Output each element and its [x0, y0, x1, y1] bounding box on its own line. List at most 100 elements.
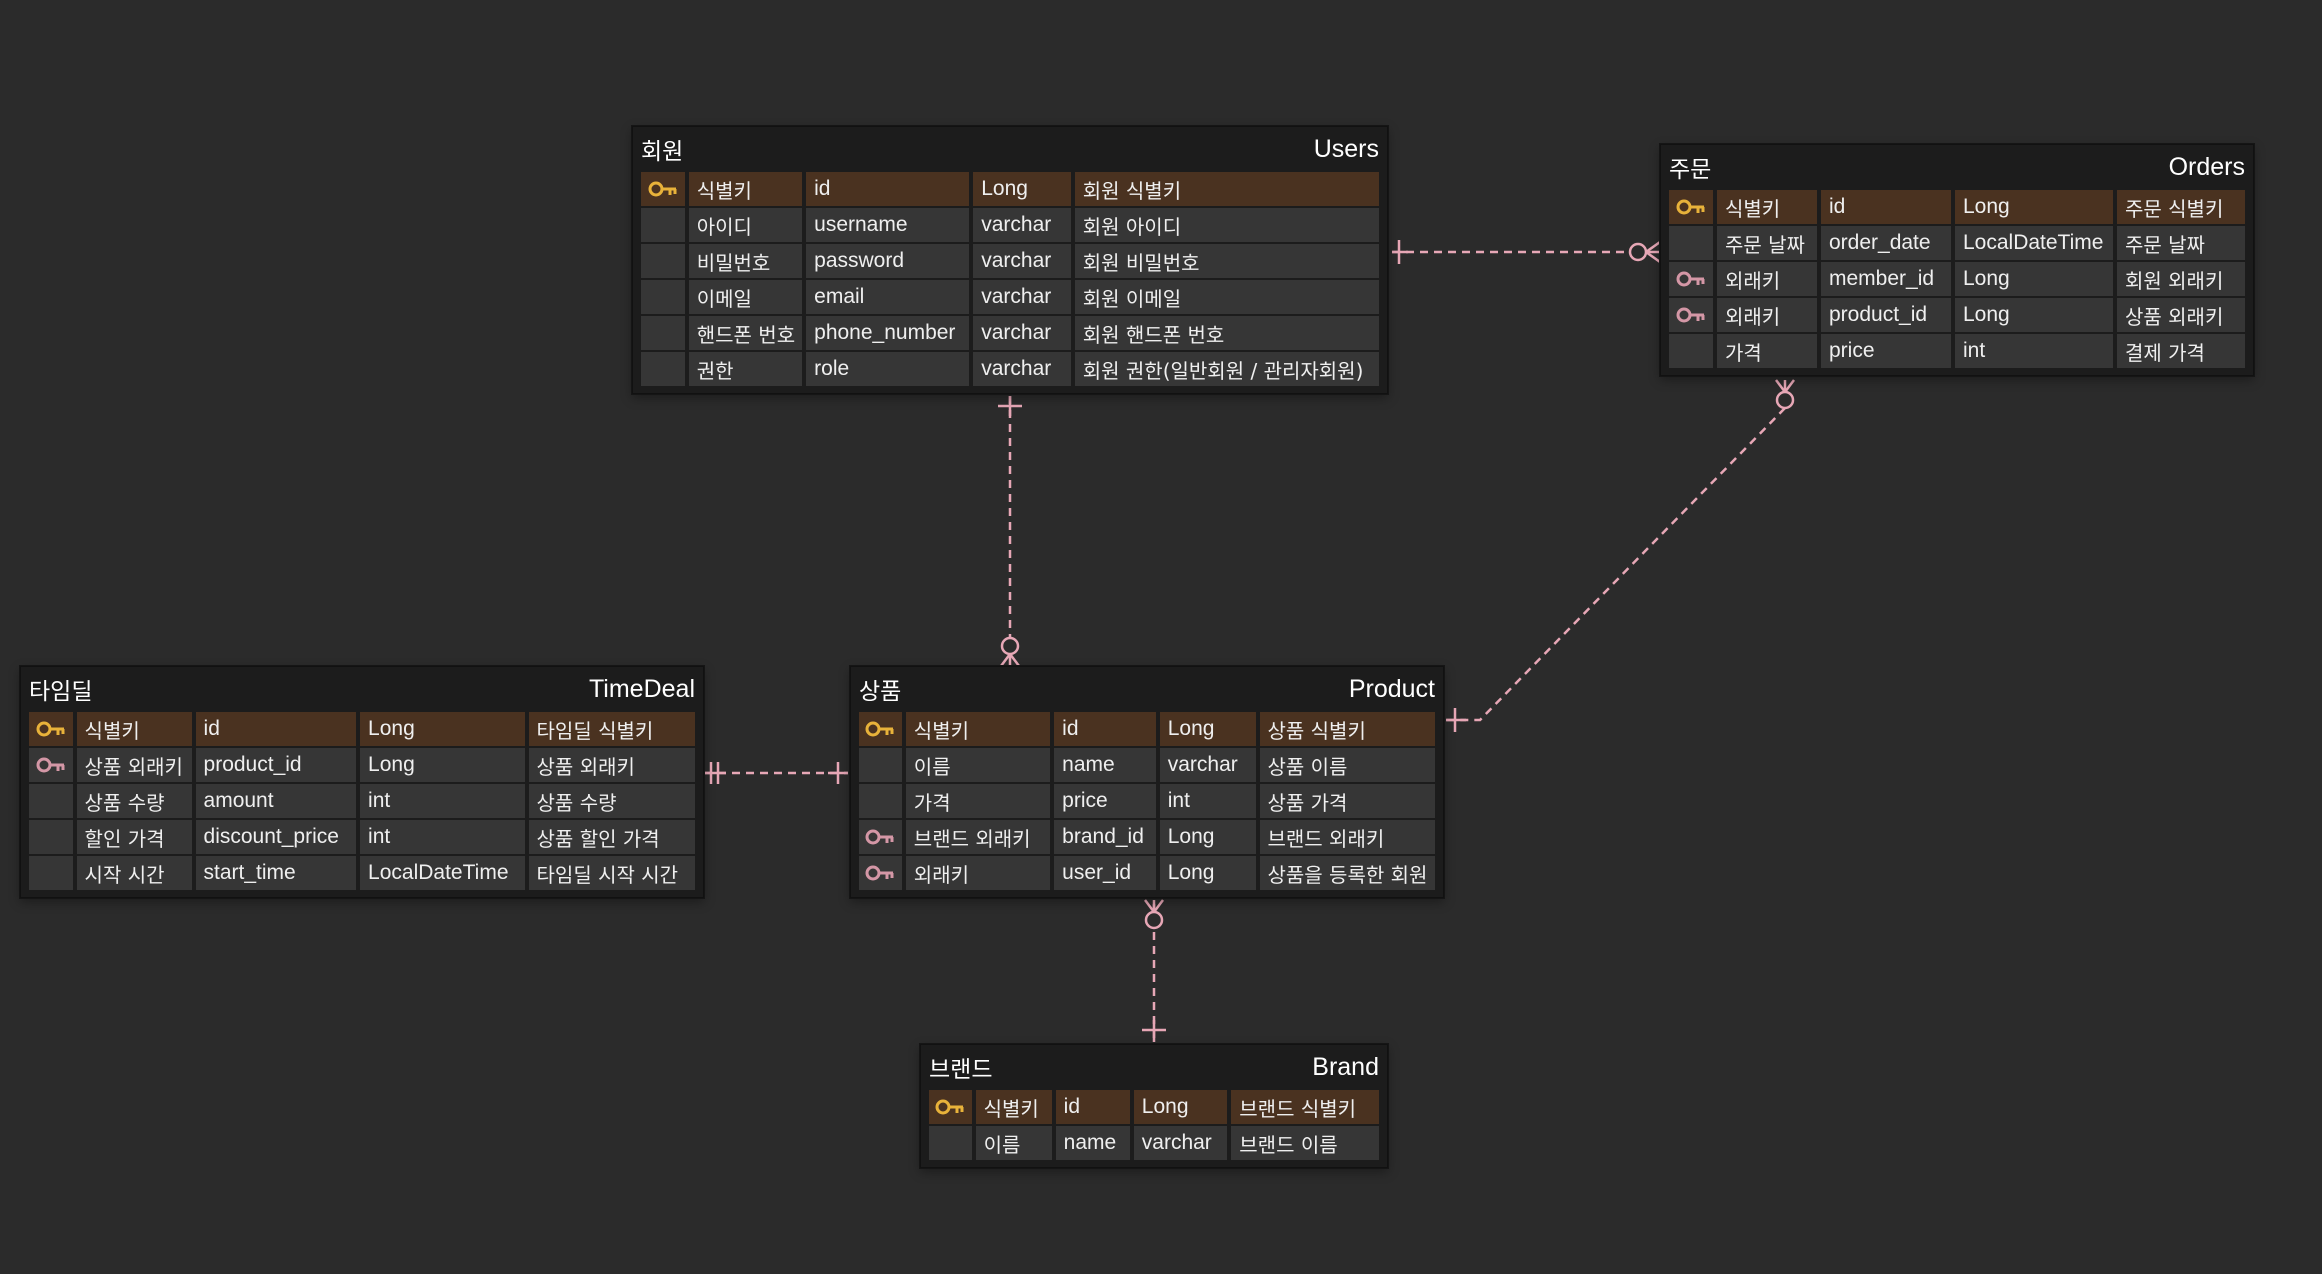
field-type: Long [973, 172, 1071, 206]
field-type: varchar [973, 244, 1071, 278]
foreign-key-icon [859, 856, 902, 890]
field-comment: 상품 외래키 [528, 748, 695, 782]
key-cell-empty [1669, 334, 1713, 368]
field-type: varchar [1159, 748, 1256, 782]
field-type: Long [1159, 820, 1256, 854]
field-comment: 브랜드 외래키 [1259, 820, 1435, 854]
field-column-name: email [806, 280, 970, 314]
field-comment: 회원 비밀번호 [1074, 244, 1379, 278]
key-cell-empty [859, 784, 902, 818]
field-comment: 상품 수량 [528, 784, 695, 818]
key-cell-empty [1669, 226, 1713, 260]
field-label: 이름 [975, 1126, 1052, 1160]
field-label: 외래키 [905, 856, 1051, 890]
field-type: varchar [973, 316, 1071, 350]
field-column-name: brand_id [1054, 820, 1156, 854]
field-label: 외래키 [1717, 262, 1817, 296]
field-comment: 상품 외래키 [2117, 298, 2245, 332]
field-comment: 타임딜 식별키 [528, 712, 695, 746]
entity-logical-name: 타임딜 [29, 679, 93, 705]
field-type: varchar [973, 208, 1071, 242]
field-type: Long [1159, 856, 1256, 890]
field-label: 식별키 [975, 1090, 1052, 1124]
field-type: varchar [973, 280, 1071, 314]
entity-logical-name: 브랜드 [929, 1057, 993, 1083]
key-cell-empty [929, 1126, 972, 1160]
field-column-name: product_id [1821, 298, 1951, 332]
field-label: 가격 [905, 784, 1051, 818]
field-type: int [1955, 334, 2113, 368]
field-type: Long [1955, 190, 2113, 224]
field-comment: 브랜드 식별키 [1231, 1090, 1379, 1124]
field-comment: 상품 이름 [1259, 748, 1435, 782]
zero-marker [1144, 910, 1164, 930]
field-label: 식별키 [688, 172, 803, 206]
field-comment: 상품 식별키 [1259, 712, 1435, 746]
entity-physical-name: Product [1348, 674, 1435, 703]
field-comment: 회원 아이디 [1074, 208, 1379, 242]
field-column-name: username [806, 208, 970, 242]
field-comment: 상품 할인 가격 [528, 820, 695, 854]
crow-foot [1144, 899, 1155, 913]
entity-header: 타임딜 TimeDeal [21, 667, 703, 711]
entity-physical-name: Brand [1312, 1052, 1379, 1081]
field-comment: 회원 식별키 [1074, 172, 1379, 206]
field-type: Long [1955, 298, 2113, 332]
entity-physical-name: Orders [2168, 152, 2245, 181]
field-comment: 상품 가격 [1259, 784, 1435, 818]
field-type: LocalDateTime [1955, 226, 2113, 260]
entity-logical-name: 상품 [859, 679, 902, 705]
field-type: varchar [973, 352, 1071, 386]
key-cell-empty [29, 856, 73, 890]
field-label: 상품 외래키 [76, 748, 192, 782]
key-cell-empty [641, 352, 685, 386]
field-type: Long [1133, 1090, 1228, 1124]
field-label: 할인 가격 [76, 820, 192, 854]
field-type: LocalDateTime [360, 856, 525, 890]
entity-physical-name: TimeDeal [588, 674, 695, 703]
foreign-key-icon [1669, 298, 1713, 332]
field-type: Long [360, 748, 525, 782]
field-column-name: product_id [195, 748, 357, 782]
field-label: 비밀번호 [688, 244, 803, 278]
field-type: Long [1159, 712, 1256, 746]
key-cell-empty [641, 316, 685, 350]
foreign-key-icon [1669, 262, 1713, 296]
foreign-key-icon [859, 820, 902, 854]
zero-marker [1000, 636, 1020, 656]
field-label: 가격 [1717, 334, 1817, 368]
field-column-name: order_date [1821, 226, 1951, 260]
key-cell-empty [29, 784, 73, 818]
